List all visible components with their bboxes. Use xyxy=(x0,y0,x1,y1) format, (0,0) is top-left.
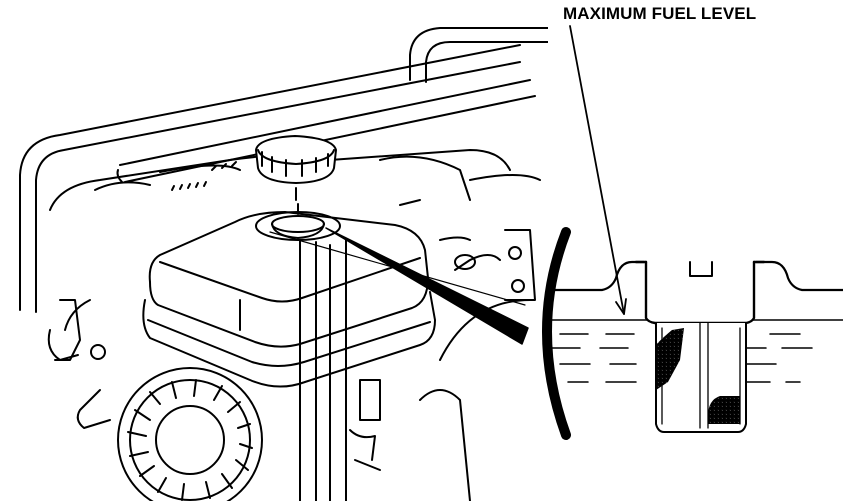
recoil-starter xyxy=(76,367,263,501)
callout-arrowhead xyxy=(615,298,627,315)
frame-upright xyxy=(299,239,317,501)
fuel-tank xyxy=(142,211,436,388)
callout-leader xyxy=(569,25,625,315)
crank-cover xyxy=(419,389,471,501)
detail-leader xyxy=(269,227,529,345)
maximum-fuel-level-label: MAXIMUM FUEL LEVEL xyxy=(563,4,757,23)
engine-edge xyxy=(64,299,91,331)
engine-drawing xyxy=(19,27,548,501)
tank-top-left xyxy=(546,260,646,292)
tank-top-right xyxy=(754,260,843,292)
carburetor xyxy=(47,299,381,471)
fuel-cap xyxy=(255,135,337,215)
frame-upright-2 xyxy=(329,239,347,501)
strainer-basket xyxy=(634,260,766,433)
cutaway-detail xyxy=(542,25,843,440)
